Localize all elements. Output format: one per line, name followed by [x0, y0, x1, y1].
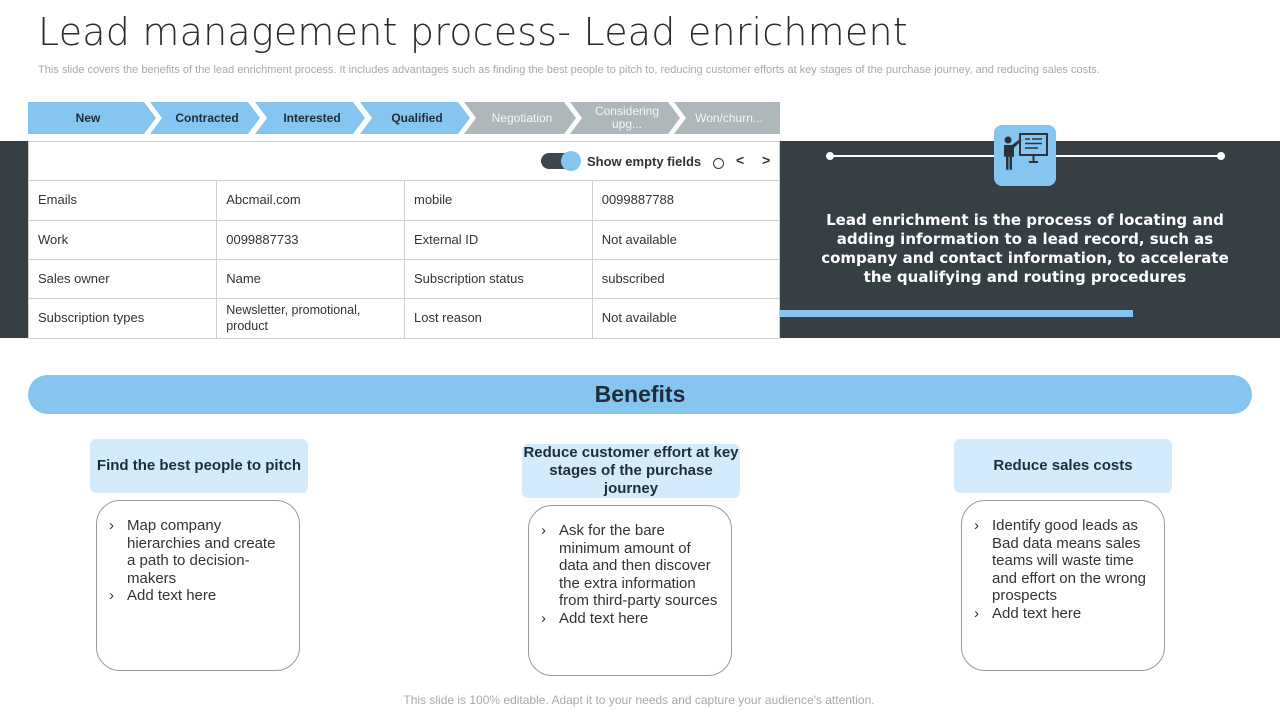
stage-label: Interested	[283, 110, 341, 125]
stage-label: Considering upg...	[594, 104, 660, 131]
list-item: Map company hierarchies and create a pat…	[109, 517, 287, 587]
stage-interested[interactable]: Interested	[255, 102, 365, 134]
footer-note: This slide is 100% editable. Adapt it to…	[403, 693, 875, 707]
field-label: Subscription types	[29, 298, 218, 338]
connector-line-right	[1056, 155, 1221, 157]
stage-label: Won/churn...	[695, 110, 763, 125]
panel-toolbar: Show empty fields < >	[29, 142, 779, 181]
table-row: Subscription types Newsletter, promotion…	[29, 298, 780, 338]
field-value[interactable]: 0099887788	[592, 181, 780, 221]
page-subtitle: This slide covers the benefits of the le…	[38, 64, 1100, 76]
previous-button[interactable]: <	[736, 152, 745, 168]
list-item: Identify good leads as Bad data means sa…	[974, 517, 1152, 605]
benefits-heading: Benefits	[28, 375, 1252, 414]
list-item: Add text here	[541, 610, 719, 628]
connector-line-left	[830, 155, 994, 157]
list-item: Add text here	[974, 605, 1152, 623]
field-value[interactable]: subscribed	[592, 259, 780, 299]
stage-label: Qualified	[391, 110, 443, 125]
benefit-heading-reduce-effort: Reduce customer effort at key stages of …	[522, 444, 740, 498]
presenter-icon	[994, 125, 1056, 186]
next-button[interactable]: >	[762, 152, 771, 168]
stage-label: New	[75, 110, 101, 125]
field-label: Subscription status	[404, 259, 593, 299]
show-empty-fields-label: Show empty fields	[587, 154, 702, 169]
field-label: Sales owner	[29, 259, 218, 299]
field-label: Lost reason	[404, 298, 593, 338]
benefit-card-reduce-costs: Identify good leads as Bad data means sa…	[961, 500, 1165, 671]
pipeline-stages: New Contracted Interested Qualified Nego…	[28, 102, 780, 134]
stage-contracted[interactable]: Contracted	[150, 102, 260, 134]
toggle-knob	[561, 151, 581, 171]
field-value[interactable]: Name	[216, 259, 405, 299]
stage-won-churn[interactable]: Won/churn...	[674, 102, 780, 134]
stage-label: Contracted	[175, 110, 239, 125]
radio-icon[interactable]	[713, 158, 724, 169]
show-empty-fields-toggle[interactable]	[541, 151, 581, 171]
connector-dot-left	[826, 152, 834, 160]
accent-bar	[780, 310, 1133, 317]
list-item: Add text here	[109, 587, 287, 605]
lead-enrichment-description: Lead enrichment is the process of locati…	[821, 211, 1229, 286]
stage-new[interactable]: New	[28, 102, 156, 134]
connector-dot-right	[1217, 152, 1225, 160]
field-value[interactable]: Not available	[592, 220, 780, 260]
field-label: External ID	[404, 220, 593, 260]
field-label: Emails	[29, 181, 218, 221]
lead-fields-table: Emails Abcmail.com mobile 0099887788 Wor…	[29, 181, 780, 338]
field-label: Work	[29, 220, 218, 260]
table-row: Sales owner Name Subscription status sub…	[29, 259, 780, 299]
field-label: mobile	[404, 181, 593, 221]
stage-considering-upgrade[interactable]: Considering upg...	[570, 102, 680, 134]
stage-negotiation[interactable]: Negotiation	[464, 102, 576, 134]
field-value[interactable]: Newsletter, promotional, product	[216, 298, 405, 338]
benefit-card-reduce-effort: Ask for the bare minimum amount of data …	[528, 505, 732, 676]
page-title: Lead management process- Lead enrichment	[38, 10, 908, 54]
field-value[interactable]: Not available	[601, 310, 677, 326]
list-item: Ask for the bare minimum amount of data …	[541, 522, 719, 610]
table-row: Work 0099887733 External ID Not availabl…	[29, 220, 780, 260]
table-row: Emails Abcmail.com mobile 0099887788	[29, 181, 780, 221]
stage-qualified[interactable]: Qualified	[360, 102, 470, 134]
field-value[interactable]: 0099887733	[216, 220, 405, 260]
stage-label: Negotiation	[491, 110, 553, 125]
benefit-heading-best-people: Find the best people to pitch	[90, 439, 308, 493]
benefit-heading-reduce-costs: Reduce sales costs	[954, 439, 1172, 493]
lead-record-panel: Show empty fields < > Emails Abcmail.com…	[28, 141, 780, 339]
benefit-card-best-people: Map company hierarchies and create a pat…	[96, 500, 300, 671]
field-value[interactable]: Abcmail.com	[216, 181, 405, 221]
